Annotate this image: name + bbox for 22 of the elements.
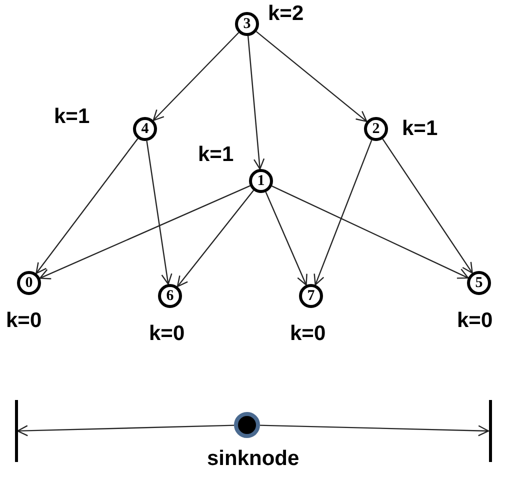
node-label: k=2: [268, 3, 304, 24]
node-label: k=1: [54, 106, 90, 127]
arrow: [176, 190, 254, 288]
node-label: sinknode: [207, 448, 300, 469]
arrow: [39, 185, 250, 280]
node-label: k=1: [198, 144, 234, 165]
node-label: k=0: [6, 310, 42, 331]
arrow: [247, 36, 265, 170]
arrow: [314, 140, 372, 286]
node-label: k=0: [149, 323, 185, 344]
arrow: [260, 424, 490, 436]
arrow: [146, 140, 172, 285]
arrow: [265, 192, 308, 286]
end-bar: [14, 400, 18, 462]
arrow: [272, 186, 469, 279]
arrow: [382, 138, 473, 274]
node-label: k=1: [402, 118, 438, 139]
node-label: k=0: [290, 323, 326, 344]
arrow: [16, 424, 234, 436]
arrow: [152, 32, 240, 121]
end-bar: [488, 400, 492, 462]
node-label: k=0: [457, 310, 493, 331]
